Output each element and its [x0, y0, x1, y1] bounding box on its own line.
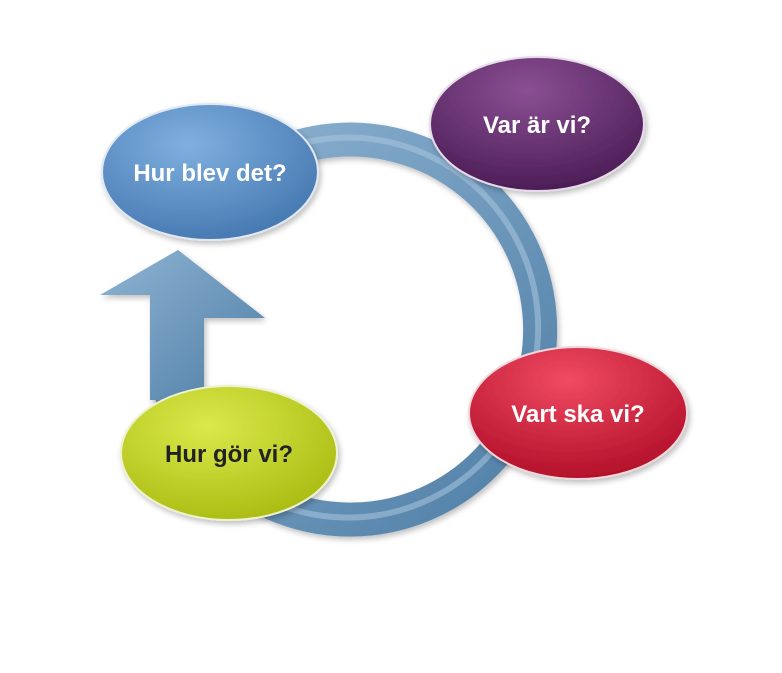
node-vart-ska-vi: Vart ska vi? [468, 346, 688, 480]
node-hur-gor-vi-shape [120, 385, 338, 521]
cycle-arrow [100, 250, 265, 400]
node-hur-blev-det-label: Hur blev det? [133, 160, 286, 187]
node-hur-gor-vi: Hur gör vi? [120, 385, 338, 521]
node-hur-gor-vi-label: Hur gör vi? [165, 441, 293, 468]
node-var-ar-vi-label: Var är vi? [483, 112, 591, 139]
node-var-ar-vi: Var är vi? [429, 56, 645, 192]
node-hur-blev-det: Hur blev det? [101, 103, 319, 241]
node-hur-blev-det-shape [101, 103, 319, 241]
node-vart-ska-vi-shape [468, 346, 688, 480]
node-var-ar-vi-shape [429, 56, 645, 192]
node-vart-ska-vi-label: Vart ska vi? [511, 401, 644, 428]
